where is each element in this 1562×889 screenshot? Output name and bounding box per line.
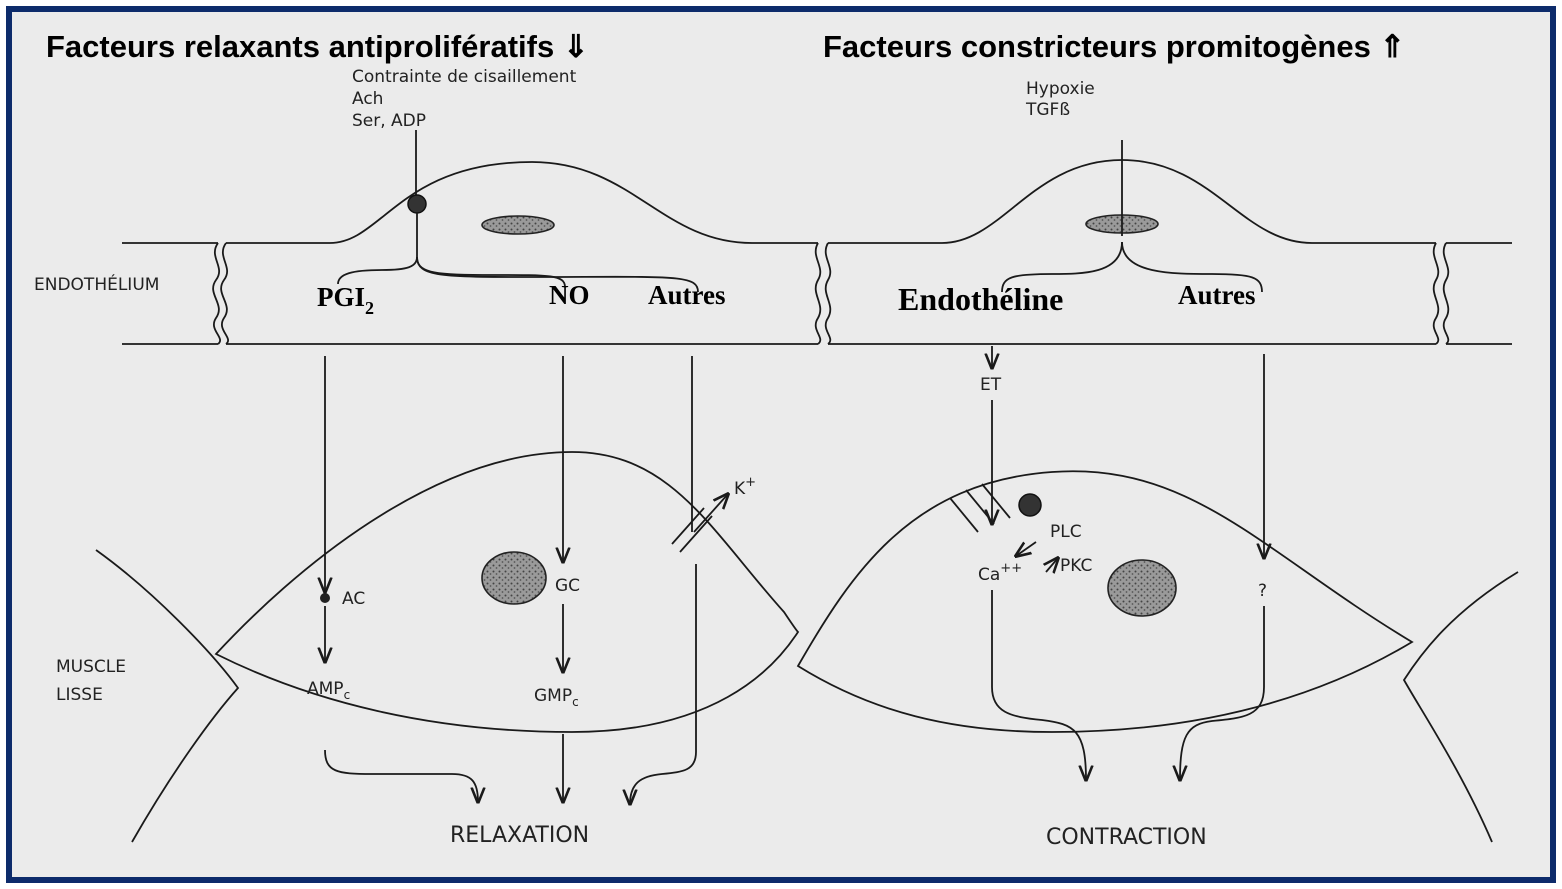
ca-channel-icon [950, 498, 978, 532]
factor-endotheline: Endothéline [898, 281, 1063, 317]
factor-autres-left: Autres [648, 280, 726, 310]
endothelium-label: ENDOTHÉLIUM [34, 273, 159, 295]
right-muscle-cell [798, 471, 1412, 732]
stimulus-hypoxie: Hypoxie [1026, 79, 1095, 99]
left-endothelial-nucleus [482, 216, 554, 234]
diagram-frame: Facteurs relaxants antiprolifératifs ⇓ F… [6, 6, 1556, 883]
stimulus-tgfb: TGFß [1025, 100, 1070, 120]
label-plc: PLC [1050, 522, 1082, 542]
factor-autres-right: Autres [1178, 280, 1256, 310]
arrow-k-to-relaxation [630, 564, 696, 804]
label-et: ET [980, 375, 1002, 395]
label-pkc: PKC [1060, 556, 1092, 576]
factor-no: NO [549, 280, 590, 310]
left-stimuli: Contrainte de cisaillement Ach Ser, ADP [352, 67, 577, 131]
arrow-amp-to-relaxation [325, 750, 478, 802]
left-receptor-icon [408, 195, 426, 213]
label-ac: AC [342, 589, 365, 609]
stimulus-ser-adp: Ser, ADP [352, 111, 426, 131]
label-gmp: GMPc [534, 686, 579, 709]
plc-receptor-icon [1019, 494, 1041, 516]
ac-receptor-icon [320, 593, 330, 603]
smooth-muscle-layer [96, 452, 1518, 842]
cell-junction-right [1444, 243, 1449, 344]
right-stimuli: Hypoxie TGFß [1025, 79, 1095, 120]
arrow-ca-to-contraction [992, 590, 1086, 780]
muscle-cell-edge-left [96, 550, 238, 842]
cell-junction-left [221, 243, 228, 344]
outcome-contraction: CONTRACTION [1046, 825, 1207, 850]
right-header: Facteurs constricteurs promitogènes ⇑ [823, 29, 1405, 64]
branch-no [417, 257, 565, 287]
label-ca: Ca++ [978, 561, 1022, 585]
left-muscle-nucleus [482, 552, 546, 604]
label-question: ? [1258, 581, 1267, 601]
label-amp: AMPc [307, 679, 350, 702]
branch-pgi [338, 257, 417, 284]
endothelium-smooth-muscle-diagram: Facteurs relaxants antiprolifératifs ⇓ F… [12, 12, 1550, 877]
label-k: K+ [734, 475, 756, 499]
muscle-label-line1: MUSCLE [56, 657, 126, 677]
stimulus-shear: Contrainte de cisaillement [352, 67, 577, 87]
label-gc: GC [555, 576, 580, 596]
cell-junction-middle [826, 243, 831, 344]
muscle-label-line2: LISSE [56, 685, 103, 705]
factor-pgi2: PGI2 [317, 282, 374, 318]
right-muscle-nucleus [1108, 560, 1176, 616]
stimulus-ach: Ach [352, 89, 383, 109]
endothelium-layer [122, 160, 1512, 344]
arrow-question-to-contraction [1180, 606, 1264, 780]
muscle-cell-edge-right [1404, 572, 1518, 842]
outcome-relaxation: RELAXATION [450, 823, 589, 848]
left-header: Facteurs relaxants antiprolifératifs ⇓ [46, 29, 589, 64]
